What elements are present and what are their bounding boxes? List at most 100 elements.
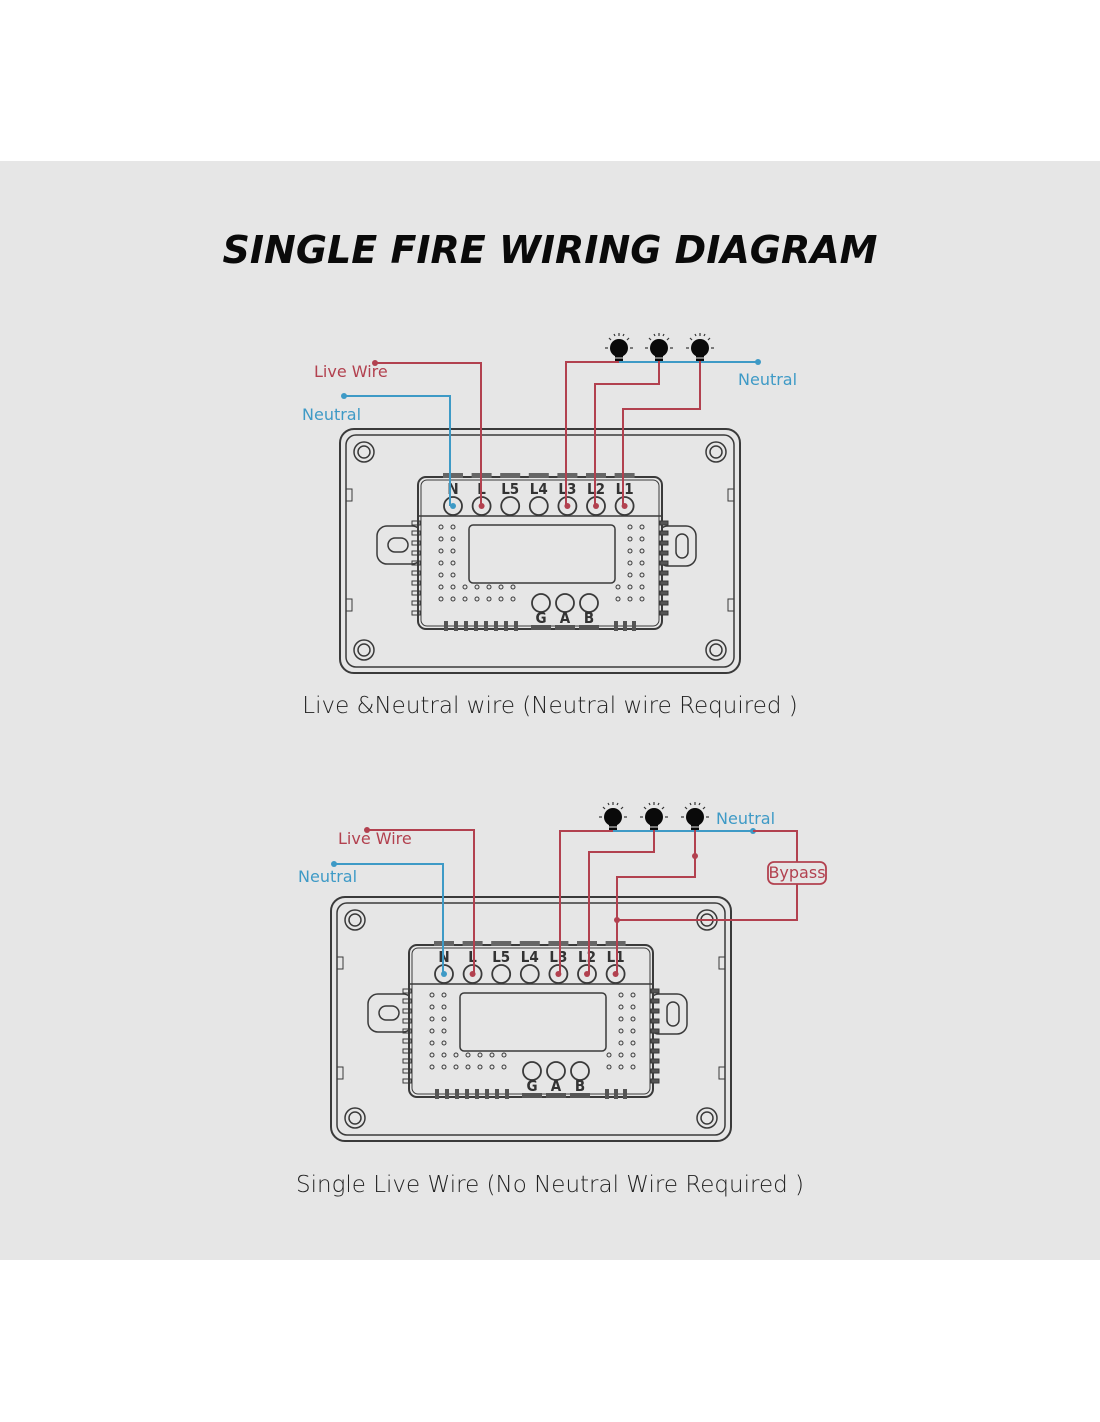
terminal-screw-l5: [491, 964, 512, 984]
bulb-icon: [645, 333, 673, 361]
bulb-icon: [686, 333, 714, 361]
module-tooth: [475, 1089, 479, 1099]
module-tooth: [474, 621, 478, 631]
page-title: SINGLE FIRE WIRING DIAGRAM: [222, 228, 878, 272]
module-tooth: [444, 621, 448, 631]
side-clip: [727, 488, 735, 502]
bulb-icon: [681, 802, 709, 830]
vent-dot: [630, 1016, 636, 1022]
side-clip: [345, 488, 353, 502]
bus-terminal-label: A: [560, 609, 571, 627]
neutral-wire-in: [344, 395, 451, 506]
bus-pad: [522, 1093, 542, 1098]
bus-terminal-b: [579, 593, 599, 613]
load-wire-l2: [588, 825, 655, 974]
plate-outline: [330, 896, 732, 1142]
vent-dot: [429, 1052, 435, 1058]
bus-pad: [570, 1093, 590, 1098]
screw-hole-inner: [700, 1111, 714, 1125]
vent-dot: [450, 524, 456, 530]
module-tooth: [623, 621, 627, 631]
vent-dot: [630, 1064, 636, 1070]
module-tooth: [411, 530, 421, 536]
vent-dot: [441, 1016, 447, 1022]
terminal-label-n: N: [447, 480, 458, 498]
vent-dot: [450, 596, 456, 602]
vent-dot: [474, 584, 480, 590]
vent-dot: [429, 1004, 435, 1010]
vent-dot: [639, 536, 645, 542]
caption-live-neutral: Live &Neutral wire (Neutral wire Require…: [302, 693, 798, 719]
screw-hole-icon: [344, 1107, 366, 1129]
module-tooth: [402, 1048, 412, 1054]
screw-hole-inner: [709, 643, 723, 657]
terminal-clip: [443, 473, 463, 478]
terminal-clip: [577, 941, 597, 946]
module-tooth: [659, 580, 669, 586]
mount-slot-right: [675, 533, 689, 559]
terminal-clip: [548, 941, 569, 946]
vent-dot: [441, 1040, 447, 1046]
vent-dot: [630, 1004, 636, 1010]
vent-dot: [618, 1016, 624, 1022]
vent-dot: [465, 1052, 471, 1058]
screw-hole-icon: [696, 1107, 718, 1129]
module-tooth: [659, 600, 669, 606]
module-tooth: [632, 621, 636, 631]
vent-dot: [462, 596, 468, 602]
module-tooth: [411, 540, 421, 546]
module-tooth: [659, 520, 669, 526]
vent-dot: [489, 1052, 495, 1058]
display-window: [468, 524, 616, 584]
display-window: [459, 992, 607, 1052]
vent-dot: [606, 1052, 612, 1058]
neutral-wire-endpoint: [331, 861, 337, 867]
bus-pad: [546, 1093, 566, 1098]
vent-dot: [630, 1040, 636, 1046]
terminal-clip: [491, 941, 512, 946]
module-tooth: [514, 621, 518, 631]
vent-dot: [438, 584, 444, 590]
vent-dot: [630, 1052, 636, 1058]
terminal-label-l1: L1: [607, 948, 625, 966]
module-tooth: [411, 560, 421, 566]
bulb-icon: [640, 802, 668, 830]
module-tooth: [650, 1028, 660, 1034]
bulb-icon: [599, 802, 627, 830]
bypass-label: Bypass: [768, 863, 825, 882]
vent-dot: [477, 1064, 483, 1070]
side-clip: [718, 1066, 726, 1080]
vent-dot: [498, 596, 504, 602]
bus-terminal-a: [546, 1061, 566, 1081]
module-tooth: [650, 1048, 660, 1054]
wire-junction: [692, 853, 698, 859]
vent-dot: [450, 572, 456, 578]
vent-dot: [429, 1028, 435, 1034]
module-tooth: [650, 1068, 660, 1074]
terminal-clip: [519, 941, 540, 946]
vent-dot: [489, 1064, 495, 1070]
module-tooth: [614, 621, 618, 631]
bus-terminal-label: G: [535, 609, 546, 627]
bus-pad: [555, 625, 575, 630]
terminal-label-l4: L4: [530, 480, 548, 498]
side-clip: [336, 1066, 344, 1080]
side-clip: [336, 956, 344, 970]
module-tooth: [402, 1058, 412, 1064]
bus-terminal-g: [531, 593, 551, 613]
vent-dot: [498, 584, 504, 590]
vent-dot: [627, 584, 633, 590]
module-tooth: [494, 621, 498, 631]
live-wire-label: Live Wire: [338, 829, 412, 848]
screw-hole-icon: [344, 909, 366, 931]
neutral-label-left: Neutral: [298, 867, 357, 886]
vent-dot: [618, 1040, 624, 1046]
module-tooth: [402, 1028, 412, 1034]
module-tooth: [495, 1089, 499, 1099]
module-tooth: [454, 621, 458, 631]
vent-dot: [627, 536, 633, 542]
side-clip: [345, 598, 353, 612]
bus-terminal-label: B: [584, 609, 594, 627]
module-tooth: [659, 570, 669, 576]
bus-terminal-label: B: [575, 1077, 585, 1095]
